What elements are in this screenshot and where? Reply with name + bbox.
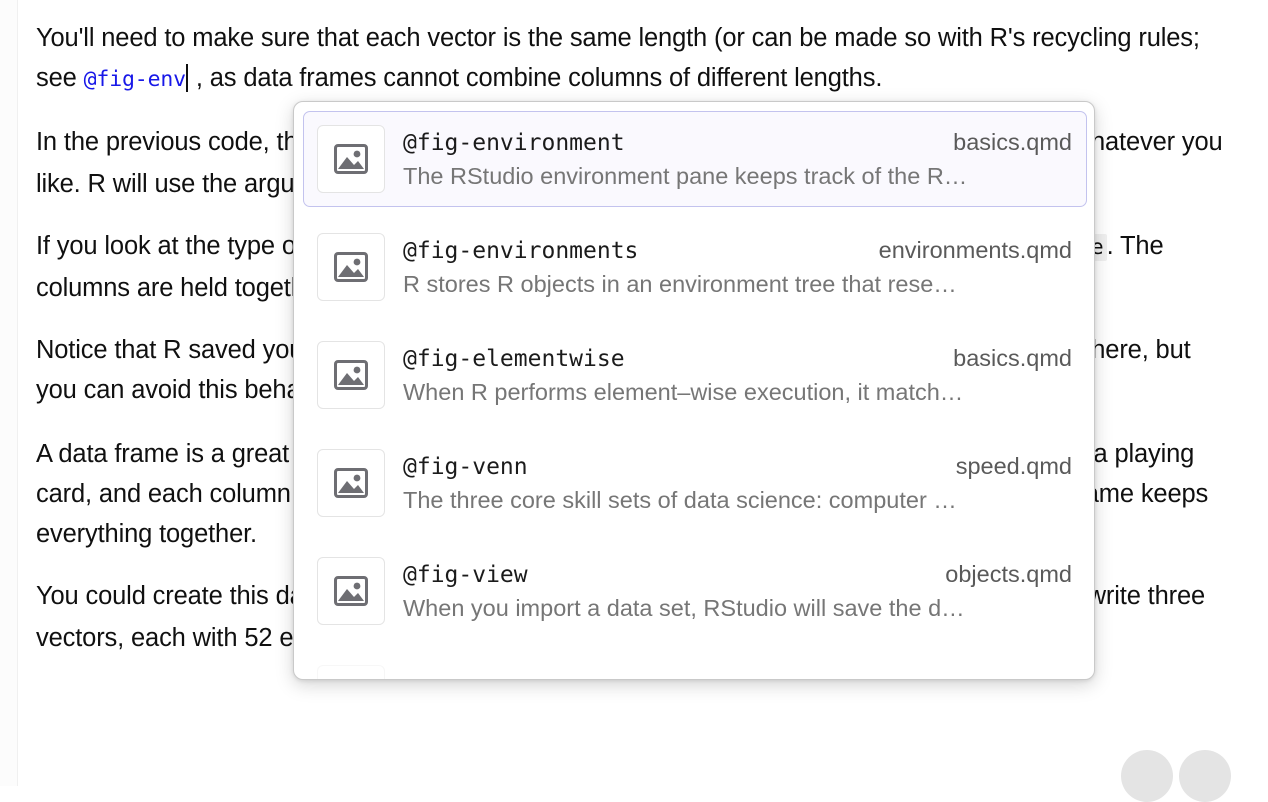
paragraph-text: You'll need to make sure that each vecto… bbox=[36, 24, 1200, 92]
completion-item[interactable]: @fig-vectorbasics.qmd bbox=[303, 651, 1087, 679]
completion-item-header: @fig-environments environments.qmd bbox=[403, 237, 1072, 264]
completion-item-id: @fig-environment bbox=[403, 129, 625, 156]
text-cursor bbox=[185, 64, 188, 92]
completion-item-description: When R performs element–wise execution, … bbox=[403, 378, 964, 405]
editor-gutter bbox=[0, 0, 18, 786]
scroll-up-button[interactable] bbox=[1121, 750, 1173, 802]
completion-item-id: @fig-venn bbox=[403, 453, 528, 480]
completion-item-header: @fig-view objects.qmd bbox=[403, 561, 1072, 588]
completion-item-description: The RStudio environment pane keeps track… bbox=[403, 162, 968, 189]
completion-item[interactable]: @fig-environments environments.qmd R store… bbox=[303, 219, 1087, 315]
image-icon bbox=[317, 233, 385, 301]
image-icon bbox=[317, 341, 385, 409]
completion-item-file: basics.qmd bbox=[953, 344, 1072, 371]
completion-item-file: basics.qmd bbox=[953, 128, 1072, 155]
completion-item-header: @fig-elementwise basics.qmd bbox=[403, 345, 1072, 372]
completion-item-file: environments.qmd bbox=[878, 236, 1072, 263]
completion-item-description: When you import a data set, RStudio will… bbox=[403, 594, 965, 621]
paragraph-para-vector-length: You'll need to make sure that each vecto… bbox=[36, 18, 1236, 100]
completion-item-header: @fig-venn speed.qmd bbox=[403, 453, 1072, 480]
image-icon bbox=[317, 557, 385, 625]
completion-item-id: @fig-elementwise bbox=[403, 345, 625, 372]
cross-reference-token[interactable]: @fig-env bbox=[83, 67, 187, 92]
completion-item-file: objects.qmd bbox=[945, 560, 1072, 587]
completion-item-text: @fig-environments environments.qmd R store… bbox=[403, 237, 1072, 298]
completion-item-id: @fig-view bbox=[403, 561, 528, 588]
image-icon bbox=[317, 449, 385, 517]
completion-item-description: The three core skill sets of data scienc… bbox=[403, 486, 957, 513]
image-icon bbox=[317, 125, 385, 193]
completion-item-id: @fig-environments bbox=[403, 237, 639, 264]
completion-item-description: R stores R objects in an environment tre… bbox=[403, 270, 957, 297]
completion-item-file: speed.qmd bbox=[955, 452, 1072, 479]
completion-item-header: @fig-environment basics.qmd bbox=[403, 129, 1072, 156]
paragraph-text: , as data frames cannot combine columns … bbox=[188, 64, 883, 92]
image-icon bbox=[317, 665, 385, 679]
scroll-down-button[interactable] bbox=[1179, 750, 1231, 802]
